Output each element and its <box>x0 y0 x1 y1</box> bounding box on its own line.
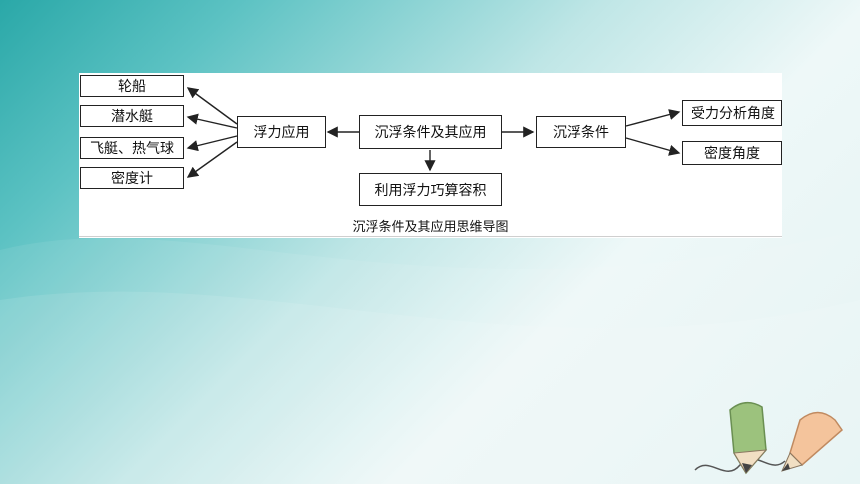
arrow-to-ship <box>186 87 238 125</box>
panel-divider <box>79 236 782 237</box>
arrow-to-submarine <box>186 113 238 129</box>
node-center: 沉浮条件及其应用 <box>359 115 502 149</box>
node-buoyancy-application: 浮力应用 <box>237 116 326 148</box>
diagram-caption: 沉浮条件及其应用思维导图 <box>352 220 509 235</box>
node-ship: 轮船 <box>80 75 184 97</box>
node-airship: 飞艇、热气球 <box>80 137 184 159</box>
green-pencil-icon <box>729 401 768 475</box>
node-measure-volume: 利用浮力巧算容积 <box>359 173 502 206</box>
pencils-illustration <box>694 401 844 475</box>
arrow-to-hydrometer <box>186 141 238 178</box>
arrow-to-density-angle <box>625 137 681 156</box>
orange-pencil-icon <box>781 411 844 472</box>
arrow-to-airship <box>186 135 238 152</box>
arrow-to-force-analysis <box>625 109 681 127</box>
node-density-angle: 密度角度 <box>682 141 782 165</box>
node-force-analysis: 受力分析角度 <box>682 100 782 126</box>
node-float-condition: 沉浮条件 <box>536 116 626 148</box>
node-hydrometer: 密度计 <box>80 167 184 189</box>
node-submarine: 潜水艇 <box>80 105 184 127</box>
